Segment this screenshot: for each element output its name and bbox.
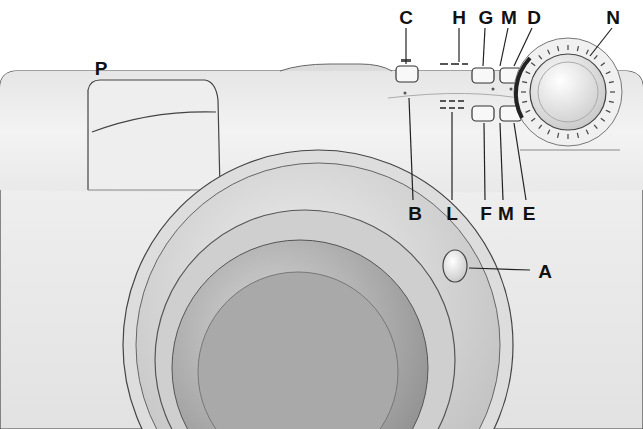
callout-letter: L xyxy=(446,204,458,223)
dial-tick xyxy=(606,72,611,74)
dial-tick xyxy=(586,50,588,55)
dial-tick xyxy=(531,63,535,66)
callout-letter: M xyxy=(501,8,517,27)
dial-tick xyxy=(594,55,597,59)
dial-tick xyxy=(522,101,527,102)
dial-tick xyxy=(586,130,588,135)
dial-tick xyxy=(539,55,542,59)
callout-letter: M xyxy=(498,204,514,223)
dial-tick xyxy=(577,133,578,138)
callout-letter: E xyxy=(523,204,536,223)
callout-letter: N xyxy=(606,8,620,27)
dial-tick xyxy=(601,118,605,121)
dial-tick xyxy=(539,125,542,129)
callout-letter: B xyxy=(408,204,422,223)
dial-tick xyxy=(521,91,526,92)
dial-tick xyxy=(567,134,568,139)
dial-tick xyxy=(567,45,568,50)
callout-letter: P xyxy=(95,59,108,78)
callout-letter: G xyxy=(479,8,494,27)
dial-tick xyxy=(531,118,535,121)
dial-tick xyxy=(526,72,531,74)
dial-tick xyxy=(594,125,597,129)
dial-tick xyxy=(558,46,559,51)
dial-tick xyxy=(609,82,614,83)
dial-tick xyxy=(548,130,550,135)
callout-letter: H xyxy=(452,8,466,27)
dial-tick xyxy=(609,101,614,102)
callout-letter: F xyxy=(480,204,492,223)
dial-tick xyxy=(558,133,559,138)
dial-tick xyxy=(548,50,550,55)
dial-tick xyxy=(577,46,578,51)
callout-letter: D xyxy=(527,8,541,27)
dial-tick xyxy=(606,110,611,112)
dial-tick xyxy=(522,82,527,83)
callout-letter: C xyxy=(399,8,413,27)
dial-tick xyxy=(526,110,531,112)
dial-tick xyxy=(610,91,615,92)
dial-tick xyxy=(601,63,605,66)
callout-letter: A xyxy=(538,262,552,281)
